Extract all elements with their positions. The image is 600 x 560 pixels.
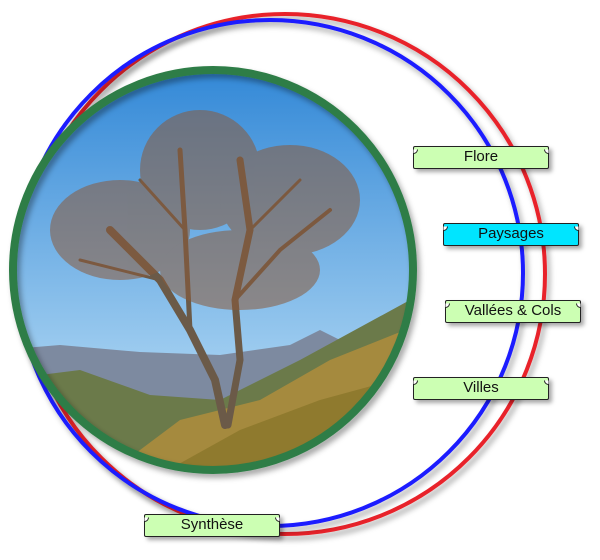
nav-paysages-button[interactable]: Paysages — [443, 223, 579, 246]
nav-villes-button[interactable]: Villes — [413, 377, 549, 400]
green-frame — [9, 66, 417, 474]
nav-flore-button[interactable]: Flore — [413, 146, 549, 169]
nav-vallees-cols-button[interactable]: Vallées & Cols — [445, 300, 581, 323]
nav-synthese-button[interactable]: Synthèse — [144, 514, 280, 537]
